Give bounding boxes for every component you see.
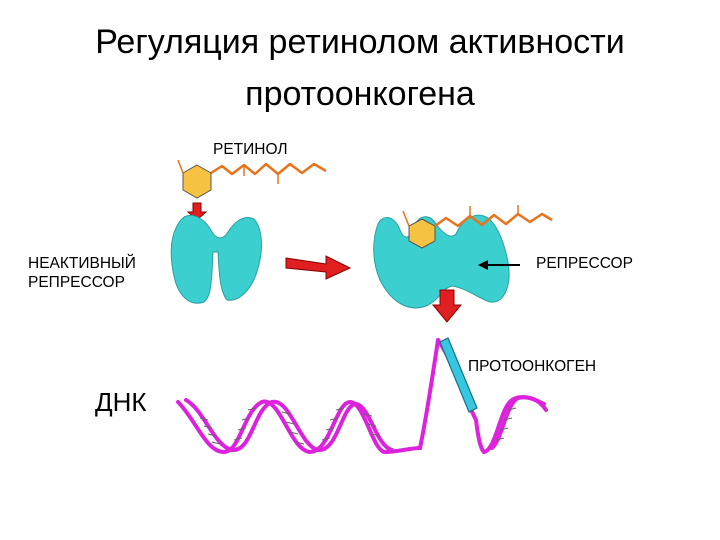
bound-retinol-ring-methyl [402,210,410,227]
dna-helix [176,338,548,455]
retinol-chain [210,162,327,176]
dna-label: ДНК [95,387,147,417]
dna-strand-a [176,399,386,455]
inactive-repressor-label: НЕАКТИВНЫЙ РЕПРЕССОР [28,254,136,292]
dna-strand-right-b [490,395,548,450]
inactive-repressor-label-line-1: НЕАКТИВНЫЙ [28,255,136,272]
title-line-2: протоонкогена [245,75,475,113]
transition-arrow [285,255,352,280]
dna-strand-b [184,398,394,452]
inactive-repressor-label-line-2: РЕПРЕССОР [28,274,125,291]
protooncogene-segment [439,337,478,413]
retinol-molecule [177,159,327,199]
repressor-label: РЕПРЕССОР [536,255,633,272]
retinol-ring [182,164,212,199]
protooncogene-label: ПРОТООНКОГЕН [468,358,597,375]
title-line-1: Регуляция ретинолом активности [95,23,625,61]
bound-retinol-molecule [402,205,553,249]
bound-retinol-ring [408,218,436,249]
dna-base-pairs [199,407,517,445]
repressor-pointer-head [478,260,488,270]
inactive-repressor-protein [170,215,262,304]
retinol-ring-methyls [177,159,184,174]
retinol-label: РЕТИНОЛ [213,141,288,158]
repress-arrow-down [431,289,463,323]
dna-strand-right-a [482,395,546,454]
bound-retinol-chain [434,212,553,228]
